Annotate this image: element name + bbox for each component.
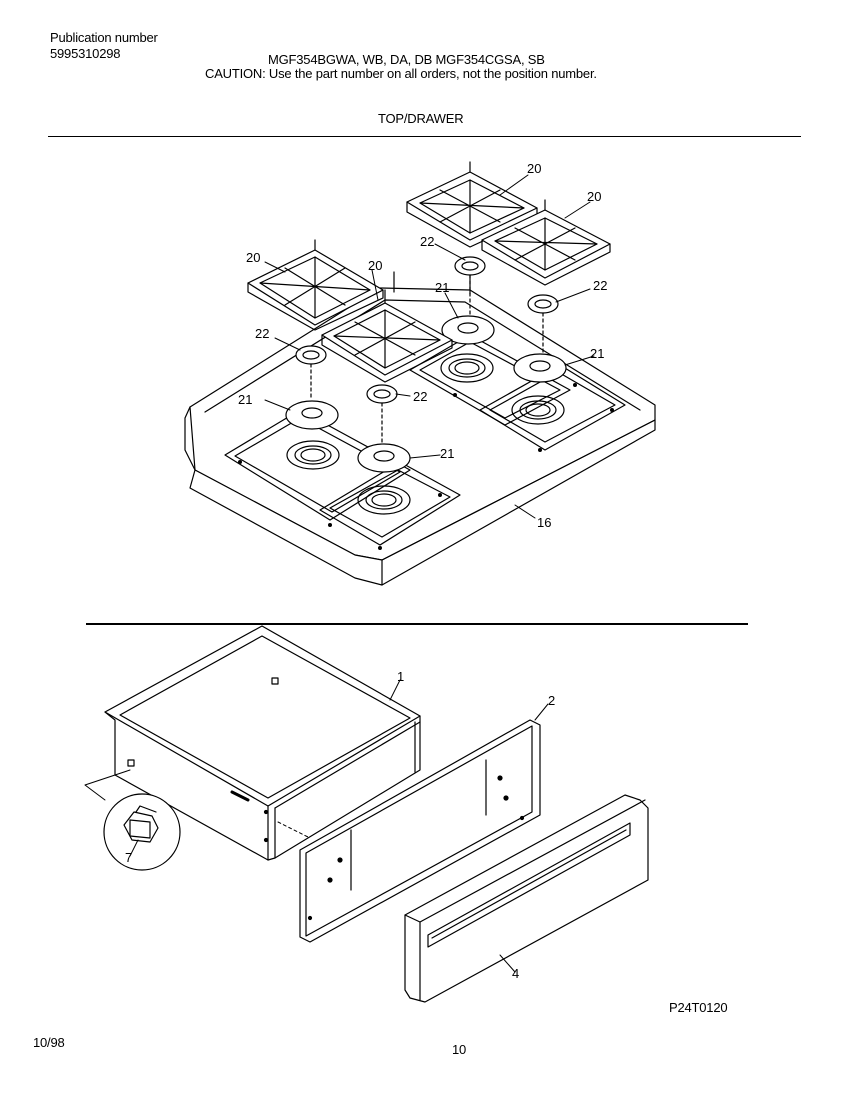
burner-head-back-right bbox=[513, 353, 567, 383]
callout-drawer-front: 4 bbox=[512, 966, 519, 981]
burner-back-right bbox=[511, 395, 565, 425]
publication-number: 5995310298 bbox=[50, 46, 121, 61]
middle-divider bbox=[86, 623, 748, 625]
burner-cap-center bbox=[366, 384, 398, 404]
callout-glide: 7 bbox=[125, 850, 132, 865]
callout-grate-b: 20 bbox=[368, 258, 382, 273]
callout-cap-a: 22 bbox=[420, 234, 434, 249]
publication-label: Publication number bbox=[50, 30, 158, 45]
callout-grate-d: 20 bbox=[587, 189, 601, 204]
callout-head-a: 21 bbox=[435, 280, 449, 295]
drawer-glide-detail bbox=[103, 793, 181, 871]
figure-id: P24T0120 bbox=[669, 1000, 728, 1015]
burner-back-left bbox=[440, 353, 494, 383]
callout-cooktop: 16 bbox=[537, 515, 551, 530]
top-divider bbox=[48, 136, 801, 137]
caution-note: CAUTION: Use the part number on all orde… bbox=[205, 66, 597, 81]
section-title: TOP/DRAWER bbox=[378, 111, 464, 126]
cooktop-assembly bbox=[184, 271, 656, 586]
drawer-body bbox=[104, 625, 421, 861]
page-number: 10 bbox=[452, 1042, 467, 1057]
callout-drawer-panel: 2 bbox=[548, 693, 555, 708]
callout-cap-d: 22 bbox=[413, 389, 427, 404]
drawer-panel bbox=[299, 719, 541, 943]
callout-head-c: 21 bbox=[238, 392, 252, 407]
revision-date: 10/98 bbox=[33, 1035, 65, 1050]
model-list: MGF354BGWA, WB, DA, DB MGF354CGSA, SB bbox=[268, 52, 545, 67]
burner-front-left bbox=[286, 440, 340, 470]
burner-cap-back-right bbox=[527, 294, 559, 314]
grate-back-left bbox=[406, 161, 538, 248]
burner-head-center bbox=[357, 443, 411, 473]
burner-cap-back-left bbox=[454, 256, 486, 276]
grate-front-right bbox=[321, 289, 453, 383]
burner-head-left bbox=[285, 400, 339, 430]
drawer-front bbox=[404, 794, 649, 1003]
callout-grate-c: 20 bbox=[527, 161, 541, 176]
callout-drawer-body: 1 bbox=[397, 669, 404, 684]
burner-cap-left bbox=[295, 345, 327, 365]
burner-front-right bbox=[357, 485, 411, 515]
callout-head-d: 21 bbox=[440, 446, 454, 461]
callout-cap-b: 22 bbox=[593, 278, 607, 293]
burner-head-back-left bbox=[441, 315, 495, 345]
callout-cap-c: 22 bbox=[255, 326, 269, 341]
callout-grate-a: 20 bbox=[246, 250, 260, 265]
grate-back-right bbox=[481, 199, 611, 286]
callout-head-b: 21 bbox=[590, 346, 604, 361]
grate-front-left bbox=[247, 239, 384, 331]
